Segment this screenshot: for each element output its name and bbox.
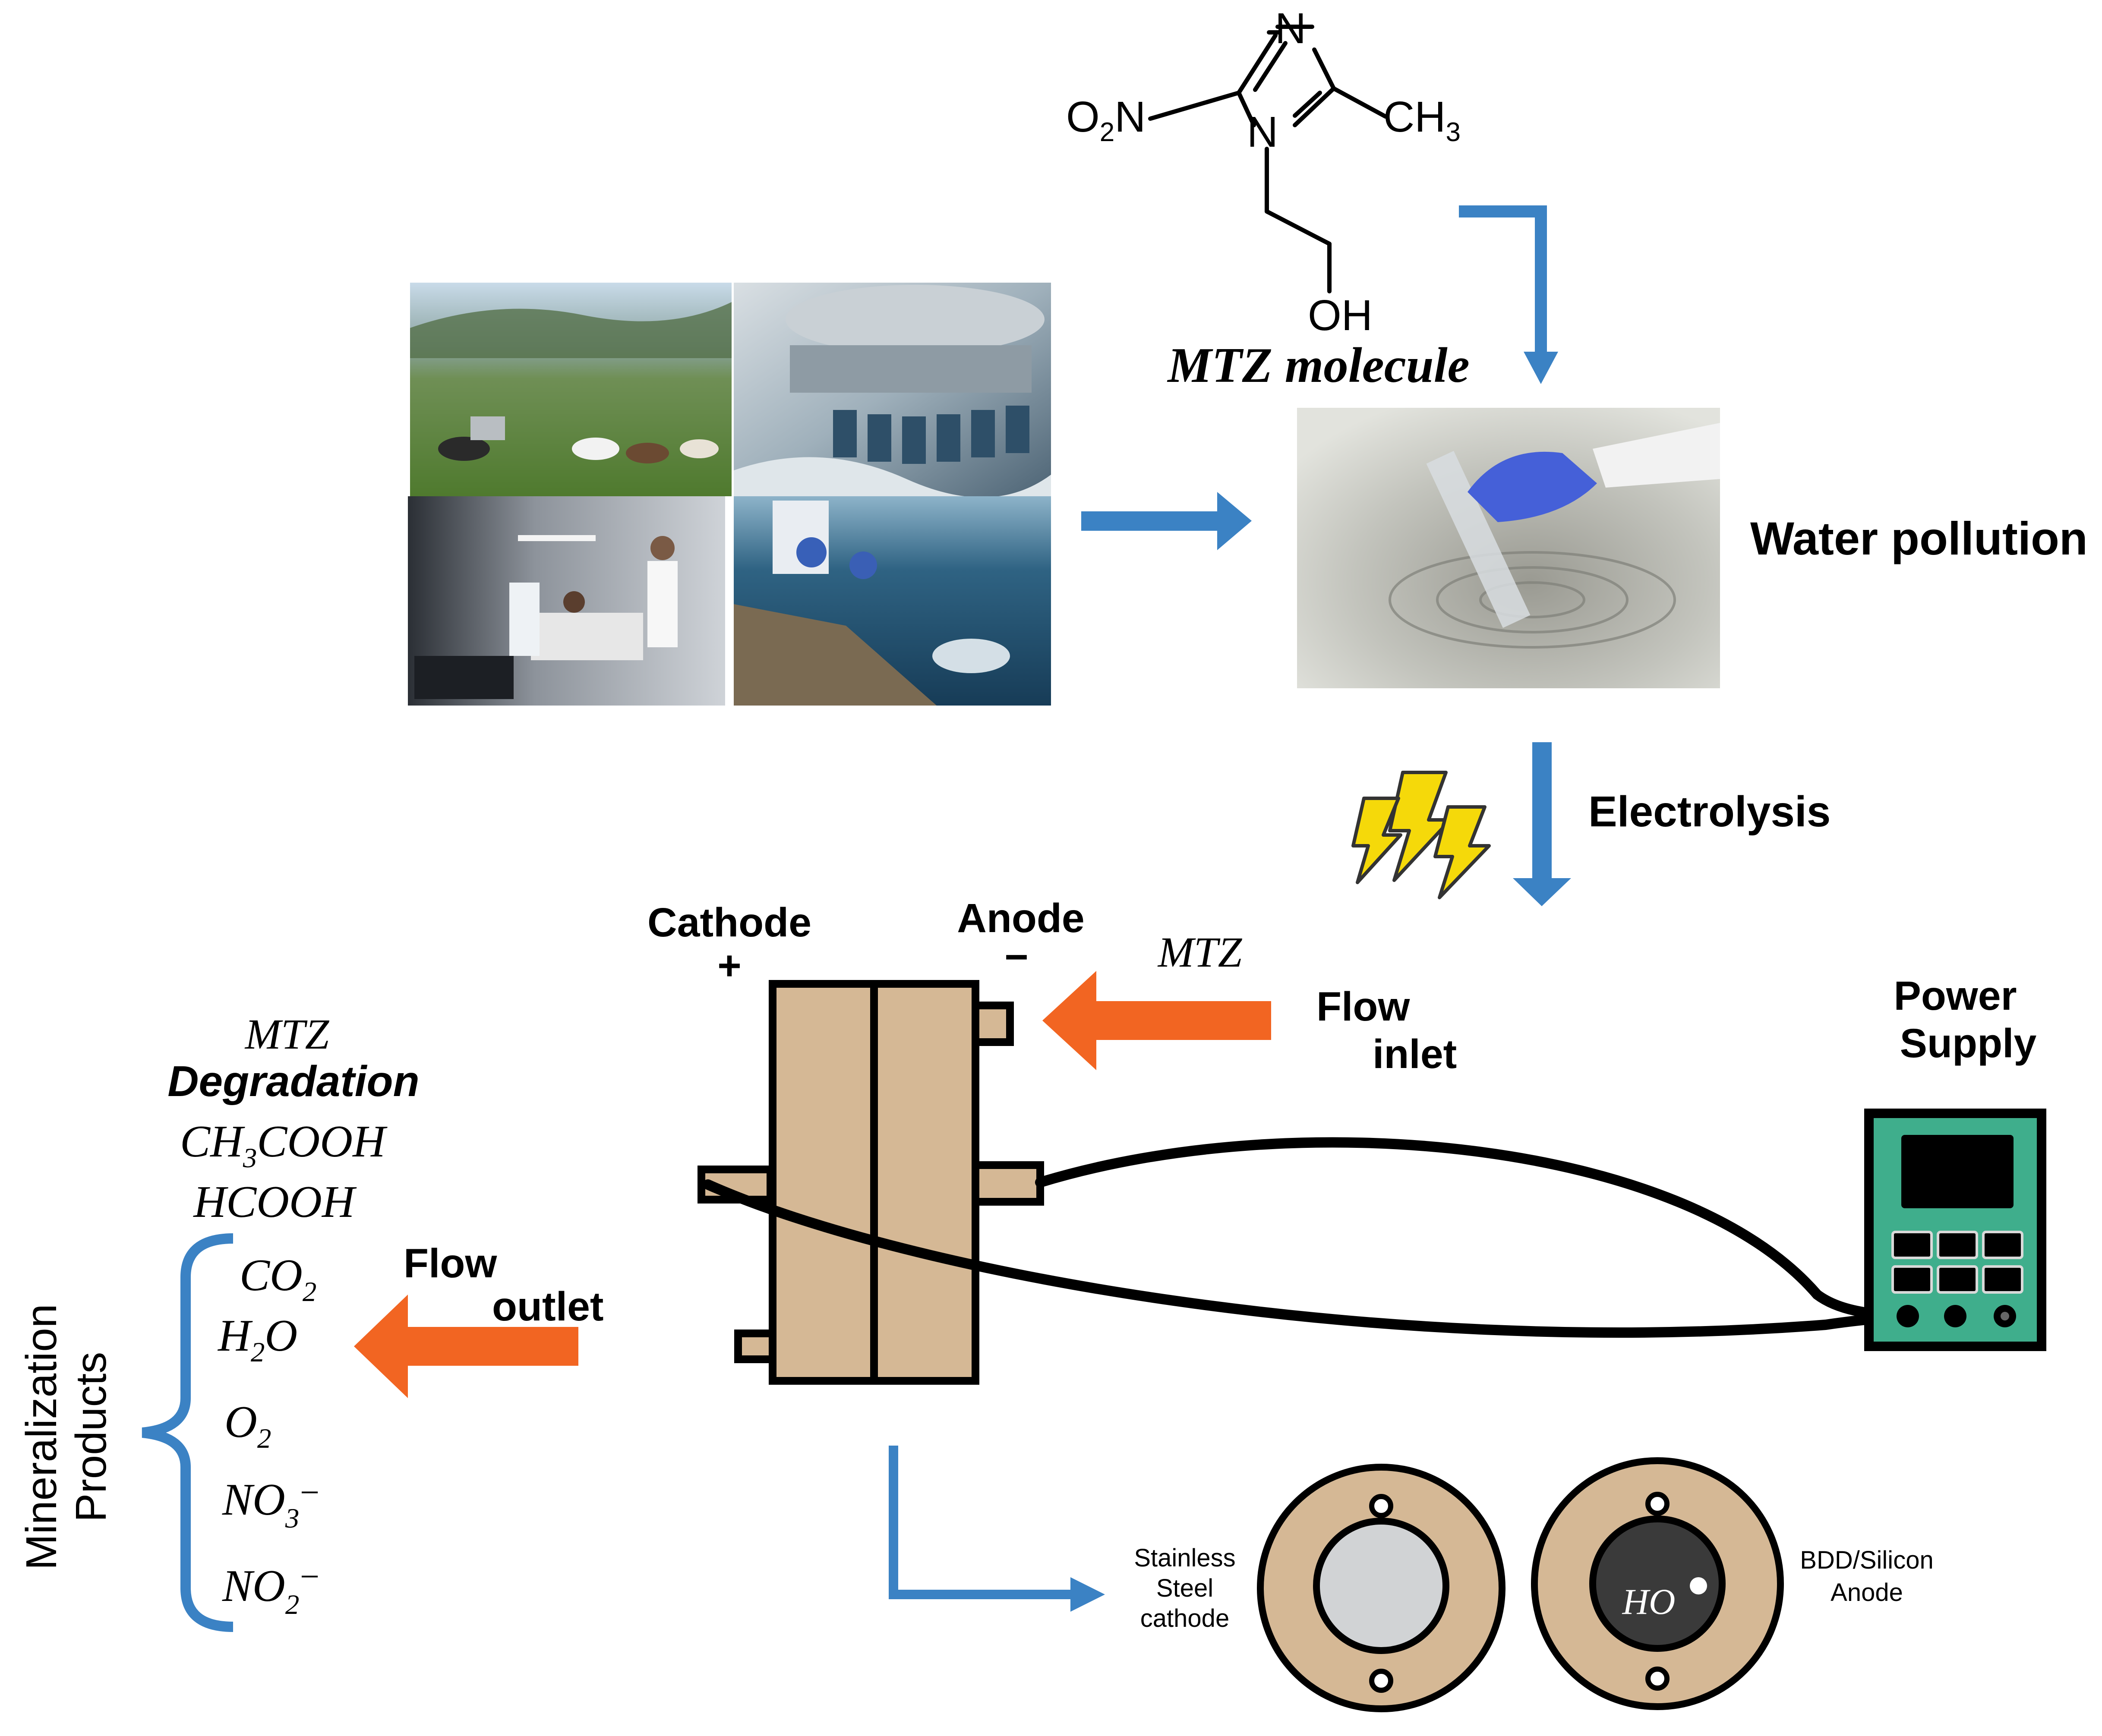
product-no3-charge: − xyxy=(300,1474,319,1512)
atom-n-ring: N xyxy=(1247,108,1278,156)
anode-electrode-label-line1: BDD/Silicon xyxy=(1800,1546,1933,1574)
electrolysis-label: Electrolysis xyxy=(1588,788,1831,836)
flow-inlet-label-line2: inlet xyxy=(1373,1031,1457,1077)
flow-outlet-label-line1: Flow xyxy=(404,1241,497,1286)
pharmaceutical-photo xyxy=(734,283,1051,498)
hospital-photo xyxy=(408,496,725,706)
water-pollution-photo xyxy=(1297,408,1720,688)
electrolysis-arrow xyxy=(1513,742,1571,906)
flow-outlet-label-line2: outlet xyxy=(492,1284,604,1330)
atom-o2n: O2N xyxy=(1066,93,1146,147)
cathode-label: Cathode xyxy=(647,900,811,945)
mtz-molecule-structure xyxy=(1148,25,1388,293)
product-no2: NO2 xyxy=(222,1560,299,1620)
inlet-species-label: MTZ xyxy=(1157,928,1243,976)
hydroxyl-radical-label: HO xyxy=(1622,1582,1676,1622)
intermediate-acetic-acid: CH3COOH xyxy=(180,1116,388,1174)
anode-electrode-label-line2: Anode xyxy=(1831,1578,1903,1607)
molecule-to-water-arrow xyxy=(1459,205,1558,384)
flow-inlet-arrow xyxy=(1042,971,1271,1070)
intermediate-formic-acid: HCOOH xyxy=(193,1176,357,1227)
mineralization-label-line2: Products xyxy=(67,1352,115,1522)
mineralization-label-line1: Mineralization xyxy=(17,1304,66,1570)
farm-photo xyxy=(410,283,732,496)
power-supply-label-line2: Supply xyxy=(1900,1021,2037,1066)
lightning-icon xyxy=(1351,771,1491,899)
bdd-silicon-anode-disk xyxy=(1531,1457,1784,1710)
product-co2: CO2 xyxy=(240,1250,316,1308)
atom-oh: OH xyxy=(1308,291,1373,340)
product-o2: O2 xyxy=(224,1396,271,1454)
product-no2-charge: − xyxy=(300,1558,319,1596)
anode-sign: − xyxy=(1004,934,1028,980)
product-no3: NO3 xyxy=(222,1474,299,1534)
flow-outlet-arrow xyxy=(354,1295,578,1398)
atom-n-top: N xyxy=(1275,4,1306,53)
pollution-sources-collage xyxy=(408,283,1051,706)
cathode-sign: + xyxy=(717,943,741,989)
sources-to-water-arrow xyxy=(1081,492,1252,550)
cathode-electrode-label-line3: cathode xyxy=(1140,1604,1229,1632)
water-pollution-label: Water pollution xyxy=(1750,512,2088,564)
stainless-steel-cathode-disk xyxy=(1257,1464,1505,1712)
electrochemical-cell xyxy=(698,980,1044,1385)
anode-label: Anode xyxy=(957,895,1085,941)
flow-inlet-label-line1: Flow xyxy=(1316,984,1410,1030)
power-supply-label-line1: Power xyxy=(1894,973,2017,1019)
products-brace xyxy=(142,1233,234,1632)
cathode-electrode-label-line2: Steel xyxy=(1156,1574,1213,1602)
product-h2o: H2O xyxy=(217,1310,297,1368)
power-supply-device xyxy=(1864,1109,2046,1351)
atom-ch3: CH3 xyxy=(1383,93,1461,147)
cathode-electrode-label-line1: Stainless xyxy=(1134,1544,1235,1572)
degradation-title: Degradation xyxy=(167,1057,419,1106)
degradation-species-label: MTZ xyxy=(244,1010,330,1058)
cell-to-electrodes-arrow xyxy=(889,1446,1105,1612)
water-sampling-photo xyxy=(734,496,1051,706)
mtz-molecule-caption: MTZ molecule xyxy=(1167,338,1469,393)
